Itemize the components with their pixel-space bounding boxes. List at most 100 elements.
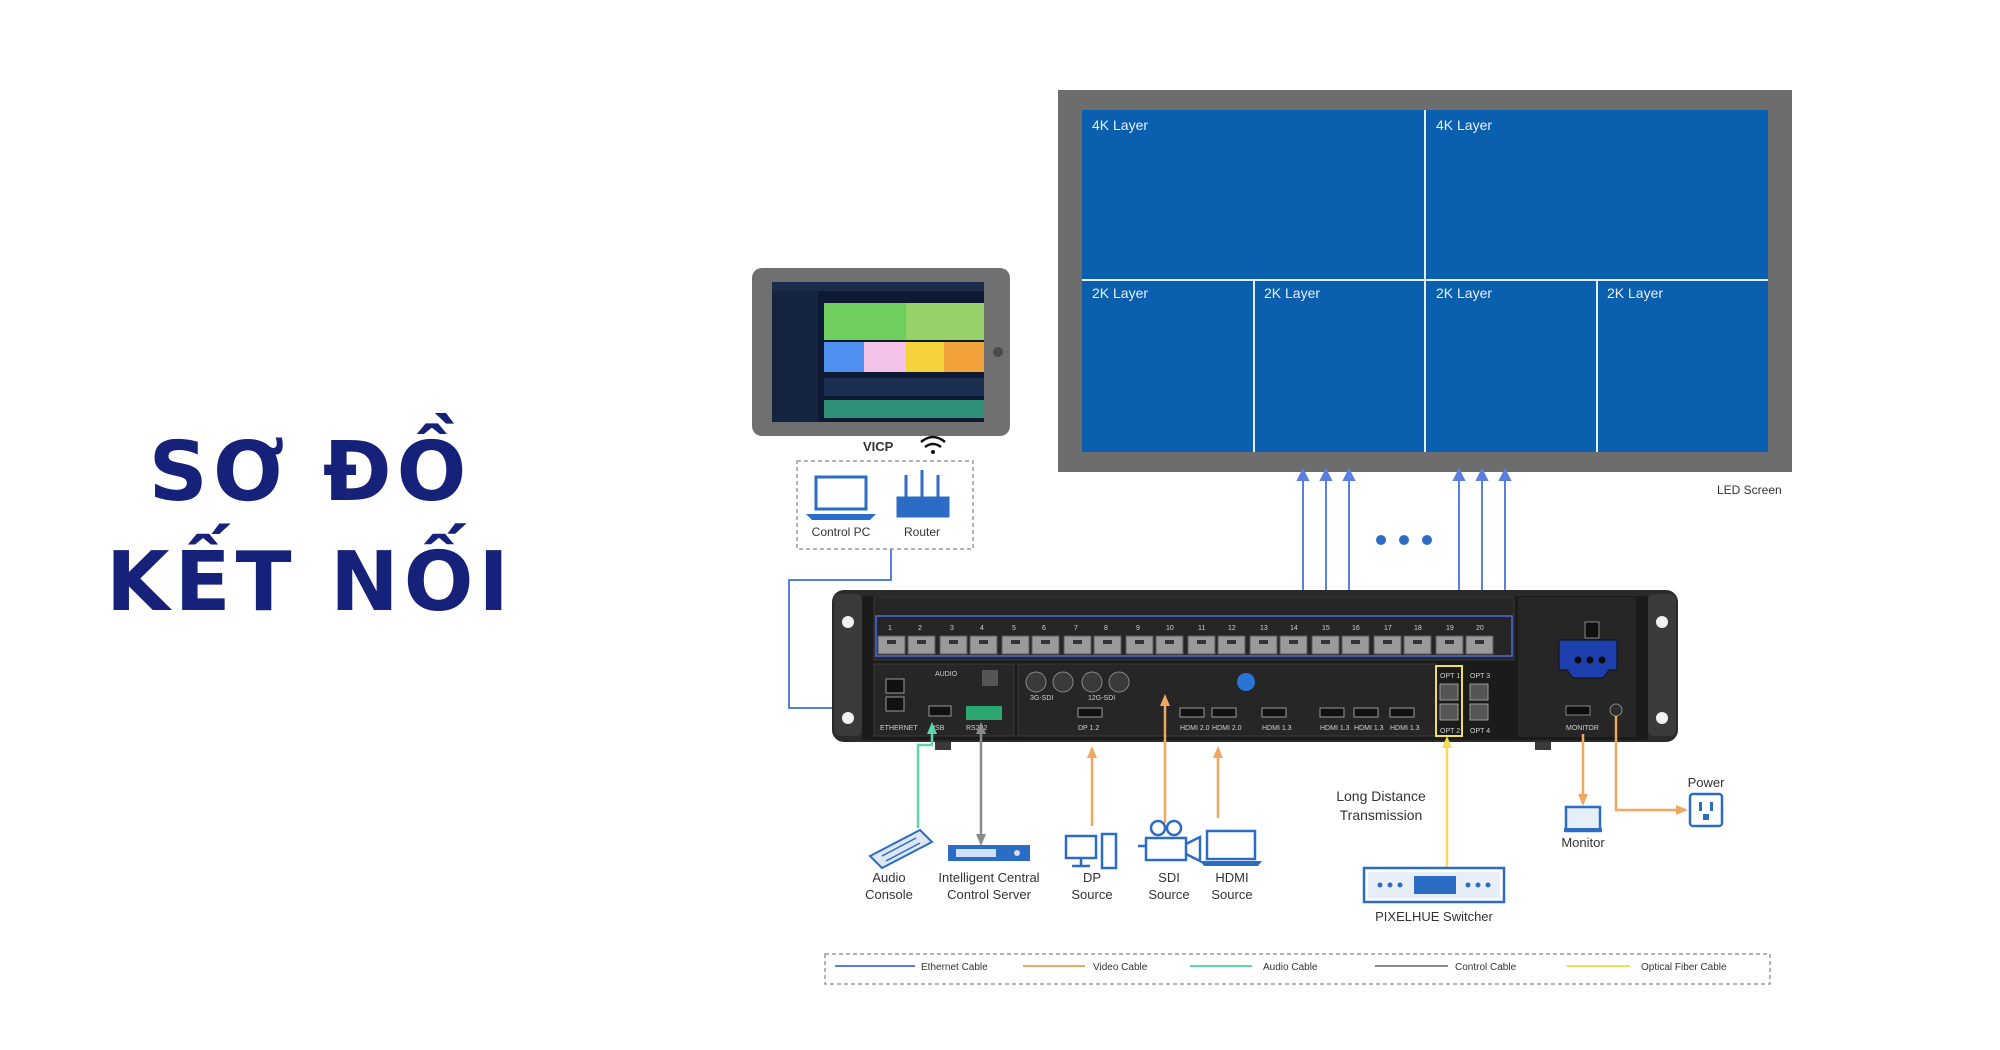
video-input-label: HDMI 1.3 [1262, 725, 1292, 732]
audio-console-icon [868, 828, 934, 870]
long-distance-label-1: Long Distance [1336, 788, 1426, 804]
svg-text:Optical Fiber Cable: Optical Fiber Cable [1641, 962, 1727, 973]
svg-text:Audio Cable: Audio Cable [1263, 962, 1318, 973]
opt-label-4: OPT 4 [1470, 728, 1490, 735]
rj45-port [969, 635, 998, 655]
hdmi-source-label-2: Source [1211, 887, 1252, 902]
rj45-latch [1321, 640, 1330, 644]
rj45-port [1001, 635, 1030, 655]
layer-label-2k-4: 2K Layer [1607, 285, 1663, 301]
rj45-port [1373, 635, 1402, 655]
sdi-label-1: 3G-SDI [1030, 695, 1053, 702]
rj45-latch [1383, 640, 1392, 644]
port-number: 15 [1322, 625, 1330, 632]
led-screen: 4K Layer 4K Layer 2K Layer 2K Layer 2K L… [1058, 90, 1792, 472]
rj45-port [1465, 635, 1494, 655]
port-number: 16 [1352, 625, 1360, 632]
rj45-port [1279, 635, 1308, 655]
video-input-label: HDMI 2.0 [1212, 725, 1242, 732]
audio-port-label: AUDIO [935, 671, 958, 678]
layer-label-2k-1: 2K Layer [1092, 285, 1148, 301]
opt-label-2: OPT 2 [1440, 728, 1460, 735]
rj45-latch [1445, 640, 1454, 644]
video-input-label: HDMI 1.3 [1390, 725, 1420, 732]
rj45-latch [917, 640, 926, 644]
port-number: 9 [1136, 625, 1140, 632]
port-number: 2 [918, 625, 922, 632]
rj45-latch [979, 640, 988, 644]
video-cables [1090, 700, 1220, 826]
layer-label-2k-3: 2K Layer [1436, 285, 1492, 301]
port-number: 11 [1198, 625, 1205, 632]
page-title-line-1: SƠ ĐỒ [148, 425, 472, 520]
rj45-port [1341, 635, 1370, 655]
layer-label-2k-2: 2K Layer [1264, 285, 1320, 301]
switcher-icon [1362, 866, 1506, 904]
svg-text:Control Cable: Control Cable [1455, 962, 1517, 973]
rj45-port [1155, 635, 1184, 655]
video-input-port [1211, 707, 1237, 718]
optical-fiber-cable [1442, 736, 1452, 868]
svg-text:Ethernet Cable: Ethernet Cable [921, 962, 988, 973]
sdi-source-label-2: Source [1148, 887, 1189, 902]
port-number: 20 [1476, 625, 1484, 632]
ellipsis-dots [1376, 535, 1432, 545]
rj45-port [1403, 635, 1432, 655]
hdmi-source-label-1: HDMI [1215, 870, 1248, 885]
legend: Ethernet Cable Video Cable Audio Cable C… [835, 962, 1727, 973]
rj45-latch [887, 640, 896, 644]
control-cable [976, 722, 986, 846]
rj45-port [1031, 635, 1060, 655]
switcher-label: PIXELHUE Switcher [1375, 909, 1493, 924]
router-label: Router [904, 525, 940, 539]
rs232-port-label: RS232 [966, 725, 988, 732]
server-icon [948, 845, 1030, 861]
port-number: 10 [1166, 625, 1174, 632]
central-server-label-1: Intelligent Central [938, 870, 1039, 885]
port-number: 4 [980, 625, 984, 632]
opt-label-3: OPT 3 [1470, 673, 1490, 680]
long-distance-label-2: Transmission [1340, 807, 1423, 823]
legend-control: Control Cable [1375, 962, 1517, 973]
video-camera-icon [1138, 819, 1202, 864]
opt-label-1: OPT 1 [1440, 673, 1460, 680]
layer-label-4k-2: 4K Layer [1436, 117, 1492, 133]
port-number: 6 [1042, 625, 1046, 632]
rj45-latch [949, 640, 958, 644]
rj45-latch [1073, 640, 1082, 644]
rj45-port [1093, 635, 1122, 655]
rj45-latch [1413, 640, 1422, 644]
audio-console-label-1: Audio [872, 870, 905, 885]
port-number: 17 [1384, 625, 1392, 632]
rj45-port [1249, 635, 1278, 655]
laptop-hdmi-icon [1200, 829, 1262, 866]
rj45-port [877, 635, 906, 655]
sdi-label-2: 12G-SDI [1088, 695, 1115, 702]
rj45-port [1435, 635, 1464, 655]
port-number: 19 [1446, 625, 1454, 632]
video-input-port [1077, 707, 1103, 718]
legend-ethernet: Ethernet Cable [835, 962, 988, 973]
rj45-latch [1135, 640, 1144, 644]
wifi-icon [920, 435, 946, 454]
video-input-port [1319, 707, 1345, 718]
port-number: 7 [1074, 625, 1078, 632]
port-number: 12 [1228, 625, 1236, 632]
video-input-label: HDMI 1.3 [1320, 725, 1350, 732]
audio-console-label-2: Console [865, 887, 913, 902]
port-number: 3 [950, 625, 954, 632]
legend-fiber: Optical Fiber Cable [1567, 962, 1727, 973]
rj45-port [1063, 635, 1092, 655]
video-input-label: DP 1.2 [1078, 725, 1099, 732]
rj45-latch [1011, 640, 1020, 644]
rj45-latch [1289, 640, 1298, 644]
layer-label-4k-1: 4K Layer [1092, 117, 1148, 133]
rj45-port [939, 635, 968, 655]
port-number: 8 [1104, 625, 1108, 632]
legend-video: Video Cable [1023, 962, 1148, 973]
port-number: 14 [1290, 625, 1298, 632]
desktop-pc-icon [1064, 832, 1118, 870]
port-number: 1 [888, 625, 892, 632]
